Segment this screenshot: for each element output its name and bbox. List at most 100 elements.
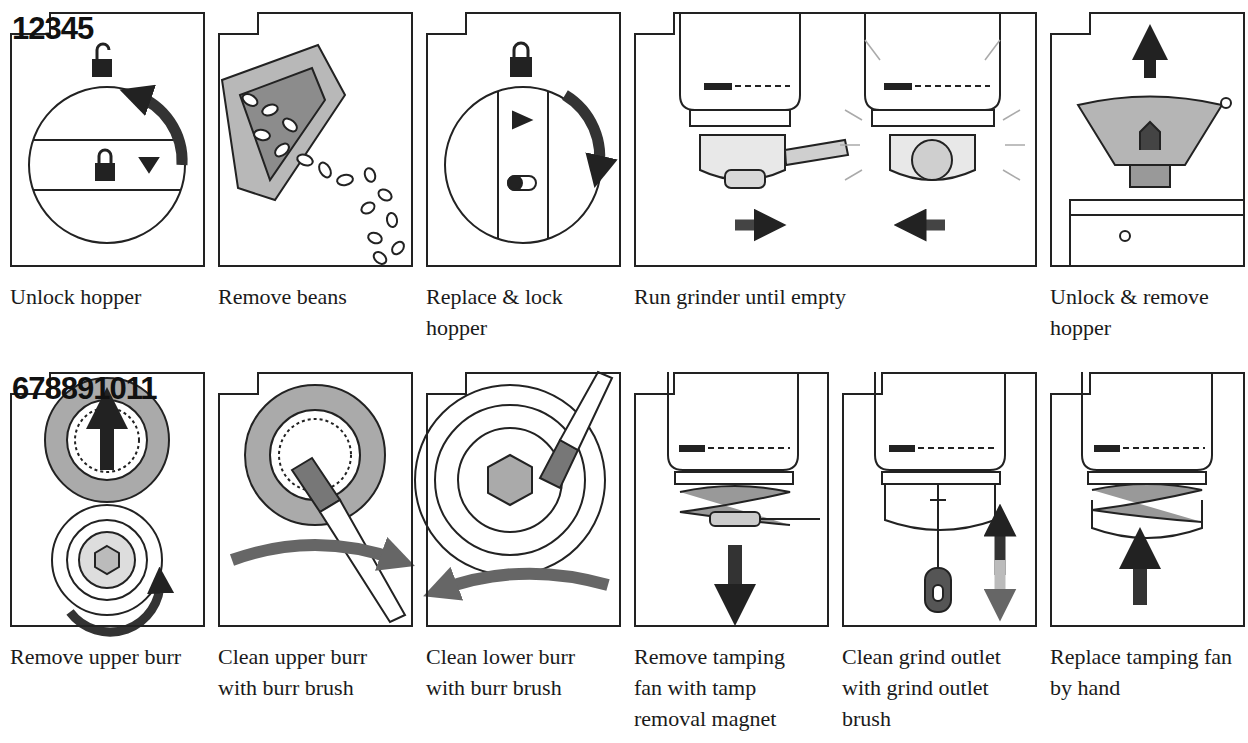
upper-burr-part bbox=[67, 520, 147, 600]
grinder-run-part bbox=[735, 85, 790, 87]
panel-border bbox=[11, 13, 204, 266]
upper-burr-brush-part bbox=[232, 545, 398, 560]
grinder-run-part bbox=[690, 110, 790, 126]
grinder-run-part bbox=[915, 85, 990, 87]
lock-dial-part bbox=[508, 176, 536, 190]
tamp-fan-remove-part bbox=[760, 518, 820, 520]
lock-dial-part bbox=[514, 43, 528, 58]
panel-outline bbox=[1050, 372, 1245, 627]
hopper-beans-part bbox=[222, 45, 345, 200]
panel-border bbox=[219, 13, 412, 266]
unlock-dial-part bbox=[140, 158, 158, 172]
grind-outlet-brush-part bbox=[925, 568, 951, 612]
hopper-beans-part bbox=[359, 200, 376, 216]
upper-burr-part bbox=[70, 580, 160, 632]
panel-outline bbox=[842, 372, 1037, 627]
panel-border bbox=[635, 373, 828, 626]
step-caption: Replace tamping fan by hand bbox=[1050, 641, 1235, 703]
grinder-run bbox=[680, 12, 1025, 225]
step-caption: Run grinder until empty bbox=[634, 281, 1024, 312]
hopper-beans-part bbox=[390, 239, 407, 256]
remove-hopper-part bbox=[1120, 231, 1130, 241]
lock-dial-part bbox=[497, 91, 499, 239]
step-caption: Remove beans bbox=[218, 281, 403, 312]
grinder-run-part bbox=[865, 40, 880, 60]
grinder-run-part bbox=[872, 110, 994, 126]
grind-outlet-brush-part bbox=[890, 446, 914, 451]
tamp-fan-replace bbox=[1082, 372, 1212, 605]
tamp-fan-remove-part bbox=[708, 447, 790, 449]
panel-border bbox=[219, 373, 412, 626]
tamp-fan-replace-part bbox=[1082, 372, 1212, 470]
grinder-run-part bbox=[1005, 144, 1025, 146]
grinder-run-part bbox=[785, 140, 848, 165]
grind-outlet-brush-part bbox=[875, 372, 1005, 470]
hopper-beans-part bbox=[281, 116, 300, 134]
lower-burr-brush-part bbox=[435, 405, 585, 555]
remove-hopper bbox=[1070, 42, 1245, 267]
panel-outline bbox=[426, 12, 621, 267]
upper-burr-part bbox=[67, 400, 147, 480]
grinder-run-part bbox=[845, 110, 862, 120]
hopper-beans bbox=[222, 45, 406, 266]
unlock-dial-part bbox=[33, 139, 181, 141]
tamp-fan-replace-part bbox=[1092, 484, 1202, 522]
tamp-fan-remove-part bbox=[668, 372, 798, 470]
upper-burr-part bbox=[79, 532, 135, 588]
step-panel: Remove tamping fan with tamp removal mag… bbox=[634, 372, 829, 737]
step-number: 12345 bbox=[12, 12, 93, 46]
tamp-fan-remove-part bbox=[680, 446, 704, 451]
unlock-dial-part bbox=[135, 95, 182, 165]
panel-outline bbox=[634, 372, 829, 627]
hopper-beans-part bbox=[363, 167, 377, 184]
lock-dial bbox=[445, 43, 601, 243]
grind-outlet-brush-part bbox=[930, 499, 946, 501]
step-panel: Remove beans bbox=[218, 12, 413, 377]
lock-dial-part bbox=[508, 176, 522, 190]
unlock-dial-part bbox=[93, 60, 111, 76]
panel-outline bbox=[218, 372, 413, 627]
panel-border bbox=[427, 13, 620, 266]
grinder-run-part bbox=[910, 220, 945, 231]
step-caption: Clean grind outlet with grind outlet bru… bbox=[842, 641, 1027, 734]
tamp-fan-remove bbox=[668, 372, 820, 605]
hopper-beans-part bbox=[261, 103, 279, 118]
grind-outlet-brush-part bbox=[995, 560, 1006, 605]
hopper-beans-part bbox=[241, 92, 260, 109]
remove-hopper-part bbox=[1144, 42, 1156, 78]
lock-dial-part bbox=[565, 95, 600, 172]
upper-burr bbox=[45, 378, 169, 632]
grinder-run-part bbox=[985, 40, 1000, 60]
step-caption: Clean lower burr with burr brush bbox=[426, 641, 611, 703]
unlock-dial bbox=[29, 44, 185, 243]
grind-outlet-brush-part bbox=[918, 447, 998, 449]
hopper-beans-part bbox=[371, 250, 388, 267]
hopper-beans-part bbox=[296, 153, 314, 168]
grind-outlet-brush bbox=[875, 372, 1005, 612]
step-panel: Unlock hopper bbox=[10, 12, 205, 377]
tamp-fan-replace-part bbox=[1095, 446, 1119, 451]
unlock-dial-part bbox=[29, 87, 185, 243]
step-panel: Clean upper burr with burr brush bbox=[218, 372, 413, 737]
hopper-beans-part bbox=[376, 187, 393, 203]
grind-outlet-brush-part bbox=[885, 484, 995, 530]
tamp-fan-replace-part bbox=[1133, 548, 1147, 605]
grinder-run-part bbox=[735, 220, 770, 231]
tamp-fan-replace-part bbox=[1088, 472, 1206, 484]
hopper-beans-part bbox=[253, 129, 270, 142]
lower-burr-brush-part bbox=[560, 372, 612, 450]
unlock-dial-part bbox=[97, 44, 109, 60]
grinder-run-part bbox=[680, 12, 800, 110]
hopper-beans-part bbox=[240, 68, 325, 180]
remove-hopper-part bbox=[1140, 122, 1160, 150]
panel-outline bbox=[218, 12, 413, 267]
panel-border bbox=[427, 373, 620, 626]
remove-hopper-part bbox=[1078, 97, 1222, 166]
hopper-beans-part bbox=[241, 92, 407, 267]
panel-border bbox=[1051, 13, 1244, 266]
lower-burr-brush-part bbox=[488, 455, 532, 505]
unlock-dial-part bbox=[96, 164, 114, 180]
grind-outlet-brush-part bbox=[933, 585, 943, 601]
